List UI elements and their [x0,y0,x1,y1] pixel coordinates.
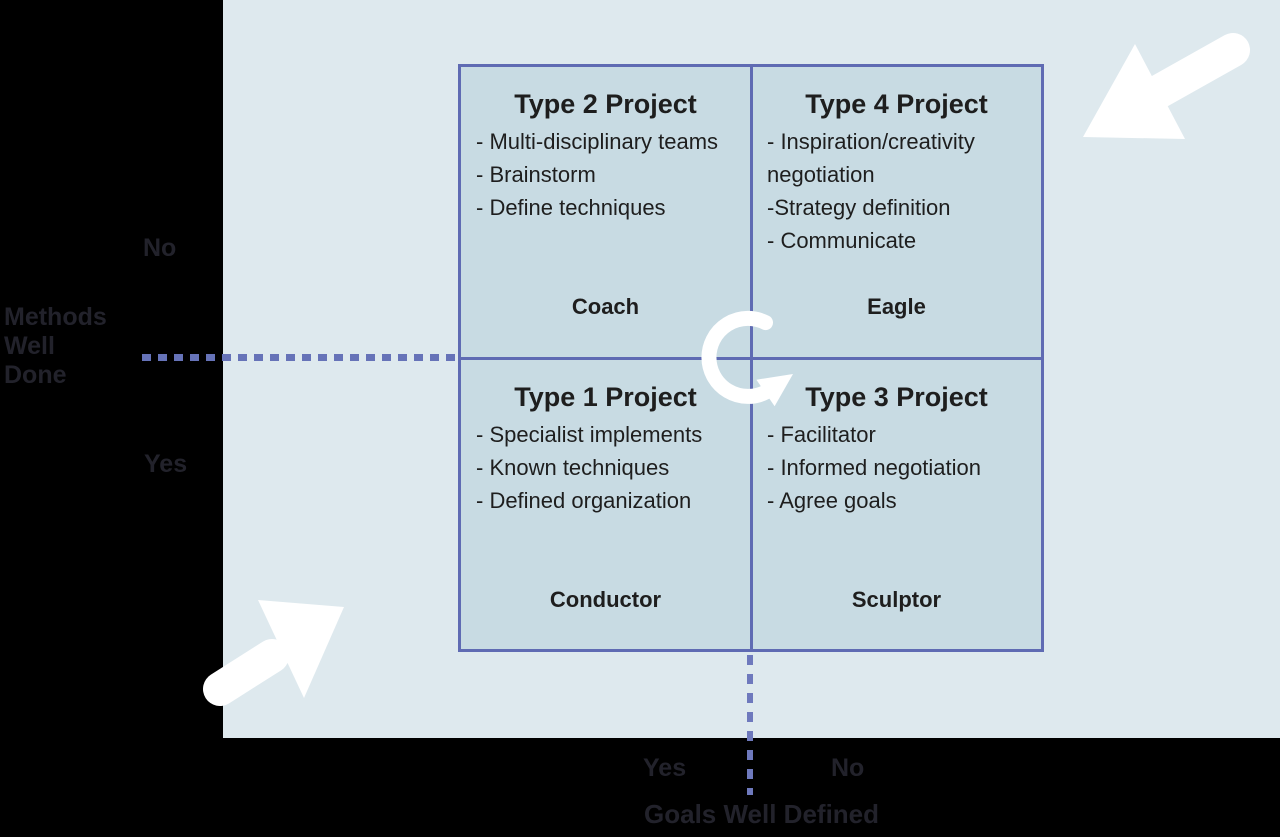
bullet-line: -Strategy definition [767,195,951,220]
bullet-line: - Specialist implements [476,422,703,447]
quadrant-role-label: Coach [571,294,640,319]
quadrant-type-4: Type 4 Project - Inspiration/creativity … [752,67,1041,357]
quadrant-bullet-list: - Inspiration/creativity negotiation -St… [752,125,1041,257]
quadrant-bullet-list: - Facilitator - Informed negotiation - A… [752,418,1041,517]
bullet-line: negotiation [767,162,875,187]
quadrant-type-2: Type 2 Project - Multi-disciplinary team… [461,67,750,357]
bullet-line: - Define techniques [476,195,666,220]
quadrant-title: Type 3 Project [805,382,988,412]
quadrant-title: Type 4 Project [805,89,988,119]
quadrant-role-label: Eagle [867,294,926,319]
quadrant-title: Type 2 Project [514,89,697,119]
methods-axis-dashed-line [142,354,458,361]
y-axis-title-line: Methods [4,303,107,331]
bullet-line: - Multi-disciplinary teams [476,129,719,154]
y-axis-value-yes: Yes [144,450,188,478]
goals-axis-dashed-line [747,655,753,795]
bullet-line: - Defined organization [476,488,692,513]
quadrant-grid: Type 2 Project - Multi-disciplinary team… [458,64,1044,652]
bullet-line: - Agree goals [767,488,897,513]
x-axis-title: Goals Well Defined [644,799,880,829]
quadrant-title: Type 1 Project [514,382,697,412]
bullet-line: - Communicate [767,228,917,253]
bullet-line: - Known techniques [476,455,670,480]
bullet-line: - Brainstorm [476,162,596,187]
quadrant-type-3: Type 3 Project - Facilitator - Informed … [752,360,1041,650]
y-axis-title-line: Done [4,361,67,389]
quadrant-bullet-list: - Specialist implements - Known techniqu… [461,418,750,517]
quadrant-role-label: Conductor [549,587,662,612]
quadrant-role-label: Sculptor [851,587,942,612]
x-axis-value-yes: Yes [643,754,687,782]
bullet-line: - Informed negotiation [767,455,982,480]
y-axis-title-line: Well [4,332,55,360]
x-axis-value-no: No [831,754,865,782]
quadrant-bullet-list: - Multi-disciplinary teams - Brainstorm … [461,125,750,224]
y-axis-title: Methods Well Done [4,303,107,390]
bullet-line: - Facilitator [767,422,876,447]
y-axis-value-no: No [143,234,177,262]
bullet-line: - Inspiration/creativity [767,129,975,154]
quadrant-type-1: Type 1 Project - Specialist implements -… [461,360,750,650]
